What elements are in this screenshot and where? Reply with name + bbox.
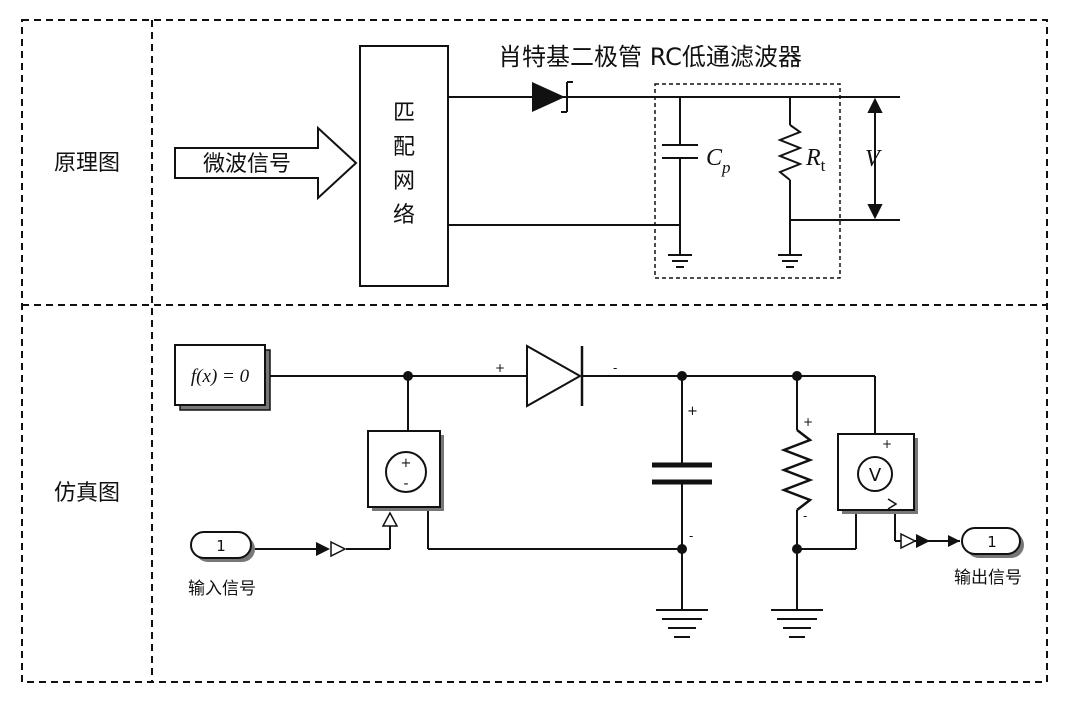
function-label: f(x) = 0 xyxy=(191,366,250,387)
output-port-number: 1 xyxy=(987,533,997,551)
voltage-sensor[interactable]: V + xyxy=(837,433,918,514)
outer-frame xyxy=(21,19,1048,683)
controlled-voltage-source[interactable]: + - xyxy=(367,430,444,527)
rt-label: Rt xyxy=(805,145,826,175)
simulation-section-label: 仿真图 xyxy=(54,481,120,506)
diode-minus: - xyxy=(613,361,617,375)
input-signal-label: 输入信号 xyxy=(188,579,256,599)
sensor-output-arrow xyxy=(887,498,898,510)
rc-filter-box xyxy=(654,83,841,279)
sensor-v: V xyxy=(869,465,882,486)
circuit-header: 肖特基二极管 RC低通滤波器 xyxy=(498,43,802,71)
sim-wires xyxy=(255,375,960,610)
cap-minus: - xyxy=(689,529,693,543)
diode-plus: + xyxy=(495,361,505,375)
output-signal-label: 输出信号 xyxy=(954,568,1022,588)
sim-ground-1 xyxy=(656,609,708,638)
resistor-rt xyxy=(777,124,803,181)
sim-diode[interactable] xyxy=(526,344,584,408)
capacitor-cp xyxy=(662,144,698,159)
sim-ground-2 xyxy=(771,609,823,638)
matching-network-block: 匹配网络 xyxy=(359,45,449,287)
junction-dots xyxy=(403,371,802,554)
output-port[interactable]: 1 xyxy=(961,527,1024,558)
sim-resistor[interactable] xyxy=(780,429,814,511)
sim-capacitor[interactable] xyxy=(652,462,712,485)
function-block[interactable]: f(x) = 0 xyxy=(174,344,271,411)
schottky-diode xyxy=(532,81,573,113)
output-converter-arrows xyxy=(900,532,930,550)
source-minus: - xyxy=(403,476,408,492)
voltage-indicator xyxy=(867,97,883,220)
cap-plus: + xyxy=(687,404,698,419)
res-plus: + xyxy=(803,415,813,429)
res-minus: - xyxy=(803,509,807,523)
output-port-arrowhead xyxy=(948,535,960,547)
matching-network-label: 匹配网络 xyxy=(393,101,415,228)
source-input-triangle xyxy=(381,511,399,527)
input-port[interactable]: 1 xyxy=(190,531,255,562)
input-converter-arrows xyxy=(316,540,347,558)
schematic-wires xyxy=(448,96,900,255)
input-port-number: 1 xyxy=(216,537,226,555)
schematic-section-label: 原理图 xyxy=(54,151,120,176)
source-plus: + xyxy=(401,456,412,471)
microwave-signal-label: 微波信号 xyxy=(203,152,291,177)
schematic-ground-2 xyxy=(778,254,802,268)
microwave-signal-arrow: 微波信号 xyxy=(174,125,358,201)
schematic-ground-1 xyxy=(668,254,692,268)
v-label: V xyxy=(865,146,882,172)
cp-label: Cp xyxy=(706,145,731,177)
sensor-plus: + xyxy=(882,437,892,451)
